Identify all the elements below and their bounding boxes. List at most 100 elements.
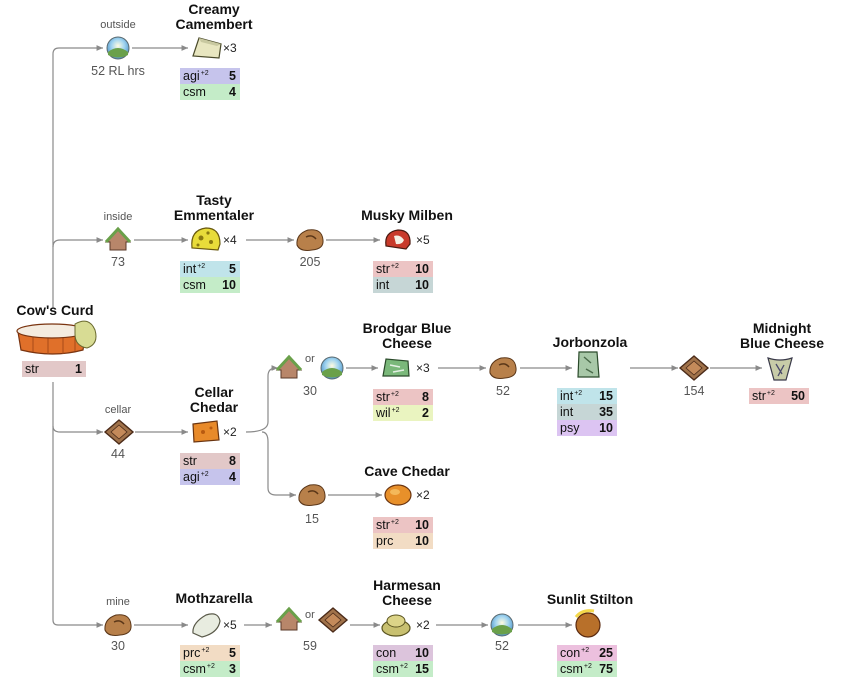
root-stats: str 1 — [22, 361, 86, 377]
stat-row: csm+2 3 — [180, 661, 240, 677]
edge-number: 73 — [111, 255, 125, 269]
edge-number: 59 — [303, 639, 317, 653]
cellar-hatch-icon — [103, 419, 135, 445]
cheese-title: Harmesan Cheese — [373, 577, 441, 608]
stat-name: prc — [376, 534, 394, 548]
cellar-hatch-icon — [317, 607, 349, 633]
mine-rock-icon — [296, 229, 324, 251]
stat-value: 2 — [422, 406, 429, 420]
stat-bonus: +2 — [197, 263, 206, 270]
stat-value: 15 — [599, 389, 613, 403]
house-icon — [275, 354, 303, 379]
stat-name: int+2 — [560, 389, 583, 403]
edge-chedar-split — [245, 365, 278, 433]
camembert-icon — [192, 37, 222, 59]
cheese-count: ×5 — [223, 618, 237, 632]
brodgar-icon — [382, 358, 410, 377]
or-label: or — [305, 609, 315, 621]
cheese-title: Sunlit Stilton — [546, 591, 634, 607]
cheese-count: ×2 — [416, 618, 430, 632]
cheese-title: Cellar Chedar — [189, 384, 239, 415]
stat-row: int 35 — [557, 404, 617, 420]
cheese-title: Jorbonzola — [552, 334, 628, 350]
stat-name: str+2 — [376, 518, 399, 532]
stat-value: 3 — [229, 662, 236, 676]
cellar-hatch-icon — [678, 355, 710, 381]
edge-trunk — [52, 382, 103, 628]
stat-value: 10 — [415, 278, 429, 292]
stat-bonus: +2 — [390, 519, 399, 526]
cheese-count: ×5 — [416, 233, 430, 247]
mine-rock-icon — [489, 357, 517, 379]
stat-bonus: +2 — [766, 390, 775, 397]
stat-value: 35 — [599, 405, 613, 419]
cheese-title: Midnight Blue Cheese — [739, 320, 825, 351]
edge-label-cellar: cellar — [104, 404, 132, 416]
stat-value: 8 — [422, 390, 429, 404]
stat-value: 5 — [229, 262, 236, 276]
stat-name: csm — [183, 278, 206, 292]
stat-name: str+2 — [376, 390, 399, 404]
mothzarella-icon — [192, 613, 221, 638]
stat-name: prc+2 — [183, 646, 210, 660]
stat-value: 10 — [415, 262, 429, 276]
stat-name: con — [376, 646, 397, 660]
edge-chedar-cave — [261, 431, 296, 498]
edge-label-outside: outside — [100, 19, 136, 31]
or-label: or — [305, 353, 315, 365]
stat-name: csm — [183, 85, 206, 99]
cheese-title: Mothzarella — [175, 590, 253, 606]
cheese-title: Cave Chedar — [364, 463, 450, 479]
stat-bonus: +2 — [574, 390, 583, 397]
milben-icon — [385, 229, 411, 250]
house-icon — [104, 226, 132, 251]
curd-tub-icon — [16, 320, 97, 355]
cheese-count: ×2 — [223, 425, 237, 439]
stat-name: int — [560, 405, 574, 419]
stat-name: con+2 — [560, 646, 590, 660]
edge-label-mine: mine — [106, 596, 130, 608]
stat-value: 10 — [415, 518, 429, 532]
edge-number: 52 — [495, 639, 509, 653]
edge-number: 30 — [303, 384, 317, 398]
stat-name: int+2 — [183, 262, 206, 276]
stat-value: 10 — [599, 421, 613, 435]
landscape-icon — [320, 356, 344, 380]
mine-rock-icon — [298, 484, 326, 506]
stat-bonus: +2 — [201, 647, 210, 654]
stat-name: csm+2 — [560, 662, 592, 676]
stat-name: csm+2 — [183, 662, 215, 676]
stat-row: int+2 5 — [180, 261, 240, 277]
stat-name: csm+2 — [376, 662, 408, 676]
cheese-title: Creamy Camembert — [175, 1, 253, 32]
emmentaler-icon — [191, 227, 221, 251]
edge-root-outside — [52, 45, 103, 308]
stat-name: wil+2 — [376, 406, 400, 420]
edge-root-inside — [52, 237, 103, 248]
cellar-chedar-icon — [192, 420, 220, 443]
stat-row: str+2 8 — [373, 389, 433, 405]
edge-root-cellar — [52, 425, 103, 435]
edge-number: 205 — [299, 255, 321, 269]
stat-name: agi+2 — [183, 69, 209, 83]
